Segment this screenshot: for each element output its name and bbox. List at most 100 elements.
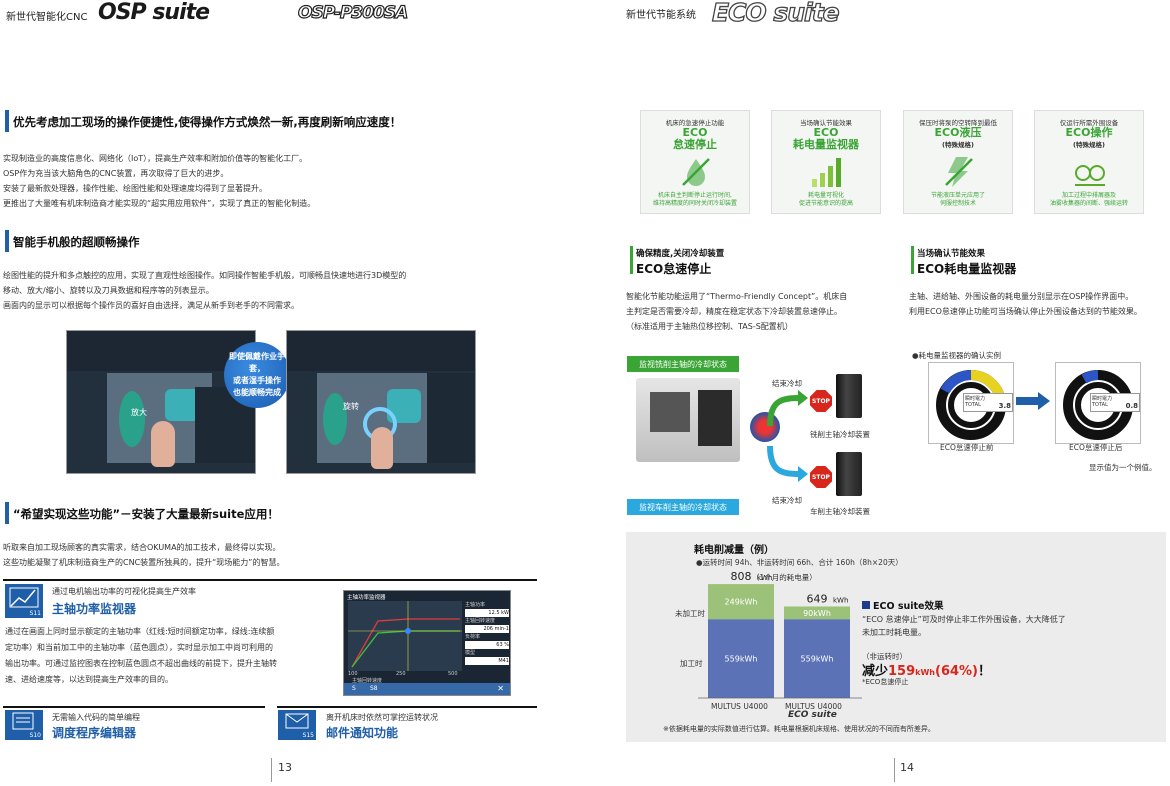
- mill-unit-label: 铣削主轴冷却装置: [810, 430, 870, 439]
- text-line: 智能化节能功能运用了“Thermo-Friendly Concept”。机床自: [626, 292, 848, 301]
- text-line: （标准适用于主轴热位移控制、TAS-S配置机）: [626, 322, 793, 331]
- bar-total-unit: kWh: [757, 574, 772, 582]
- effect-title-text: ECO suite效果: [873, 601, 944, 612]
- bar-idle-label: 90kWh: [803, 609, 831, 618]
- card-desc: 节能液压单元应用了: [930, 192, 985, 199]
- document-icon: [12, 712, 34, 730]
- conveyor-icon: [1075, 165, 1105, 186]
- osp-screen-rotate: 旋转: [286, 330, 476, 474]
- text-line: 移动、放大/缩小、旋转以及刀具数据和程序等的列表显示。: [3, 286, 214, 295]
- spindle-body: 通过在画面上同时显示额定的主轴功率（红线:短时间额定功率，绿线:连续额 定功率）…: [5, 624, 277, 688]
- bar-label-2: MULTUS U4000: [785, 702, 842, 711]
- screen-top-panel: [287, 331, 475, 371]
- gauge-total-label: TOTAL: [1092, 402, 1108, 408]
- text-line: 听取来自加工现场顾客的真实需求，结合OKUMA的加工技术，最终得以实现。: [3, 543, 281, 552]
- turn-unit-label: 车削主轴冷却装置: [810, 507, 870, 516]
- machine-image: [636, 378, 740, 462]
- text-line: 主轴、进给轴、外围设备的耗电量分别显示在OSP操作界面中。: [909, 292, 1134, 301]
- mill-coolant-unit: [836, 374, 862, 418]
- turn-monitor-tag: 监视车削主轴的冷却状态: [627, 499, 739, 515]
- card-desc: 耗电量可视化: [807, 192, 844, 199]
- bar-processing: [784, 619, 850, 698]
- tab-s8[interactable]: S8: [370, 685, 378, 692]
- card-desc: 促进节能意识的提高: [798, 200, 853, 207]
- text-line: 输出功率。可通过监控图表在控制蓝色圆点不超出曲线的前提下，提升主轴转: [5, 659, 277, 668]
- effect-title: ECO suite效果: [862, 598, 944, 612]
- gauge-total-label: TOTAL: [965, 402, 981, 408]
- readout-unit: min-1: [494, 626, 509, 632]
- row-label-top: 未加工时: [675, 609, 705, 618]
- thermometer-icon: [750, 412, 780, 442]
- text-line: 未加工时耗电量。: [862, 628, 926, 637]
- bar-processing-label: 559kWh: [725, 655, 758, 664]
- readout-value: M41: [465, 657, 509, 665]
- reduction-conditions: ●运转时间 94h、非运转时间 66h、合计 160h（8h×20天）: [696, 558, 903, 567]
- card-title: 耗电量监视器: [793, 138, 859, 151]
- text-line: OSP作为充当该大脑角色的CNC装置，再次取得了巨大的进步。: [3, 169, 229, 178]
- editor-subtitle: 无需输入代码的简单编程: [52, 713, 140, 722]
- card-desc: 机床自主判断停止运行时间,: [658, 192, 732, 199]
- x-axis-title: 主轴回转速度: [352, 678, 383, 684]
- left-header-label: 新世代智能化CNC: [6, 12, 88, 23]
- card-desc: 维持高精度的同时关闭冷却装置: [652, 200, 737, 207]
- osp-screen-zoom: 放大: [66, 330, 256, 474]
- eco-card-operation: 仅运行所需外围设备 ECO操作(特殊规格) 加工过程中排屑器及油雾收集器的间断、…: [1034, 110, 1144, 214]
- section2-title: 智能手机般的超顺畅操作: [13, 235, 140, 249]
- bubble-line: 即使佩戴作业手套，: [229, 352, 285, 373]
- bar-graph-icon: [812, 158, 841, 187]
- tab-s[interactable]: S: [352, 685, 356, 692]
- eco-power-title: ECO耗电量监视器: [917, 262, 1017, 276]
- model-logo: OSP-P300SA: [297, 2, 408, 23]
- bar-idle-label: 249kWh: [725, 598, 758, 607]
- spindle-title: 主轴功率监视器: [52, 602, 137, 616]
- disclaimer: ※依据耗电量的实际数值进行估算。耗电量根据机床规格、使用状况的不同而有所差异。: [663, 725, 935, 733]
- hydraulic-icon: [945, 157, 973, 187]
- x-tick: 250: [396, 671, 406, 677]
- close-icon[interactable]: ✕: [497, 684, 504, 693]
- readout-label: 负荷率: [465, 634, 481, 640]
- icon-code: S10: [29, 732, 41, 739]
- section3-body: 听取来自加工现场顾客的真实需求，结合OKUMA的加工技术，最终得以实现。 这些功…: [3, 540, 284, 570]
- card-caption: 保压时将泵的空转降到最低: [919, 119, 997, 127]
- mail-icon: [285, 713, 309, 729]
- mail-icon-box: S15: [278, 710, 316, 740]
- card-spec: (特殊规格): [1073, 141, 1105, 149]
- reduction-title: 耗电削减量（例）: [694, 545, 774, 556]
- eco-idle-title: ECO怠速停止: [636, 262, 712, 276]
- bubble-line: 也能顺畅完成: [233, 388, 281, 397]
- readouts: 主轴功率 12.5 kW 主轴回转速度 206 min-1 负荷率 63 % 模…: [465, 601, 509, 665]
- bar-total-unit: kWh: [833, 596, 848, 604]
- page-number-left: 13: [278, 761, 292, 774]
- bar-sub-logo: ECO suite: [788, 710, 837, 720]
- mill-monitor-tag: 监视铣削主轴的冷却状态: [627, 356, 739, 372]
- gauge-title: 瞬时電力: [1092, 396, 1113, 402]
- screen-top-panel: [67, 331, 255, 371]
- power-curve-svg: [348, 601, 462, 671]
- text-line: 这些功能凝聚了机床制造商生产的CNC装置所独具的，提升“现场能力”的智慧。: [3, 558, 285, 567]
- readout-label: 主轴功率: [465, 602, 486, 608]
- icon-code: S11: [29, 610, 41, 617]
- end-cool-top: 结束冷却: [772, 379, 802, 388]
- mail-subtitle: 离开机床时依然可掌控运转状况: [326, 713, 438, 722]
- reduction-result: 减少159kWh(64%)！: [862, 660, 991, 679]
- screen-tabbar: S S8 ✕: [344, 683, 510, 695]
- example-caption: ●耗电量监视器的确认实例: [912, 351, 1002, 360]
- card-desc: 加工过程中排屑器及: [1061, 192, 1116, 199]
- page-divider-right: [894, 758, 895, 782]
- turn-coolant-unit: [836, 452, 862, 496]
- editor-icon: S10: [5, 710, 43, 740]
- spindle-subtitle: 通过电机输出功率的可视化提高生产效率: [52, 587, 196, 596]
- bar-processing: [708, 619, 774, 698]
- card-title: ECO操作: [1065, 126, 1113, 139]
- text-line: 定功率）和当前加工中的主轴功率（蓝色圆点），实时显示加工中尚可利用的: [5, 643, 273, 652]
- arrow-right-icon: [1016, 392, 1050, 410]
- text-line: 速、进给速度等，以达到提高生产效率的目的。: [5, 675, 173, 684]
- rotate-label: 旋转: [343, 402, 359, 411]
- effect-body: “ECO 怠速停止”可及时停止非工作外围设备，大大降低了 未加工时耗电量。: [862, 613, 1066, 639]
- x-tick: 500: [448, 671, 458, 677]
- row-label-bottom: 加工时: [680, 659, 703, 668]
- reduce-end: ！: [978, 664, 992, 679]
